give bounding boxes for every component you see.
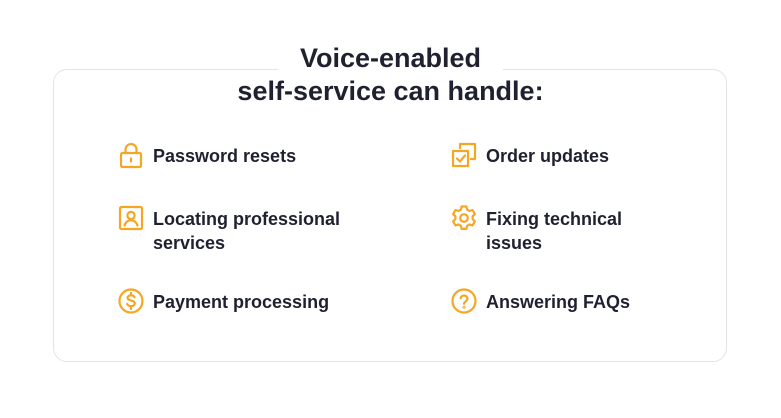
title-line-1: Voice-enabled [277, 42, 504, 75]
item-label: Fixing technical issues [486, 209, 623, 253]
user-badge-icon [116, 203, 146, 233]
list-item-locating-professional-services: Locating professional services [116, 205, 341, 255]
list-item-password-resets: Password resets [116, 142, 297, 170]
dollar-coin-icon [116, 286, 146, 316]
list-item-fixing-technical-issues: Fixing technical issues [449, 205, 623, 255]
list-item-answering-faqs: Answering FAQs [449, 288, 631, 316]
item-label: Payment processing [153, 292, 330, 312]
item-label: Locating professional services [153, 209, 341, 253]
item-label: Password resets [153, 146, 297, 166]
feature-card [53, 69, 727, 362]
list-item-payment-processing: Payment processing [116, 288, 330, 316]
page-title: Voice-enabled self-service can handle: [0, 42, 781, 108]
lock-icon [116, 140, 146, 170]
question-circle-icon [449, 286, 479, 316]
checked-copy-icon [449, 140, 479, 170]
title-line-2: self-service can handle: [237, 76, 544, 106]
list-item-order-updates: Order updates [449, 142, 610, 170]
item-label: Answering FAQs [486, 292, 631, 312]
gear-icon [449, 203, 479, 233]
item-label: Order updates [486, 146, 610, 166]
